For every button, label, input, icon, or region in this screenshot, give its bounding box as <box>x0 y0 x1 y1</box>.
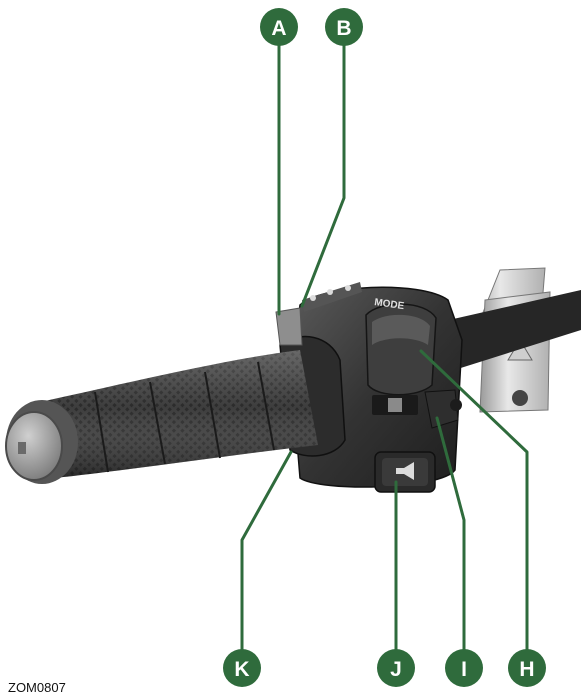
side-trigger <box>424 389 459 429</box>
callout-b: B <box>325 8 363 46</box>
callout-j: J <box>377 649 415 687</box>
callout-i: I <box>445 649 483 687</box>
horn-icon <box>396 462 414 480</box>
mode-label: MODE <box>374 297 406 312</box>
svg-text:B: B <box>336 17 351 40</box>
leader-line-h <box>419 349 529 656</box>
svg-text:J: J <box>390 658 402 681</box>
svg-text:K: K <box>234 658 249 681</box>
callout-k: K <box>223 649 261 687</box>
handlebar-grip <box>40 350 318 478</box>
figure-code: ZOM0807 <box>8 682 66 694</box>
svg-text:A: A <box>271 17 286 40</box>
leader-line-k <box>240 450 293 656</box>
leader-line-b <box>300 36 346 308</box>
svg-text:H: H <box>519 658 534 681</box>
bar-end-cap <box>5 400 78 484</box>
callout-h: H <box>508 649 546 687</box>
leader-line-i <box>435 416 466 656</box>
svg-text:I: I <box>461 658 467 681</box>
handlebar-tube <box>440 290 581 372</box>
callout-a: A <box>260 8 298 46</box>
